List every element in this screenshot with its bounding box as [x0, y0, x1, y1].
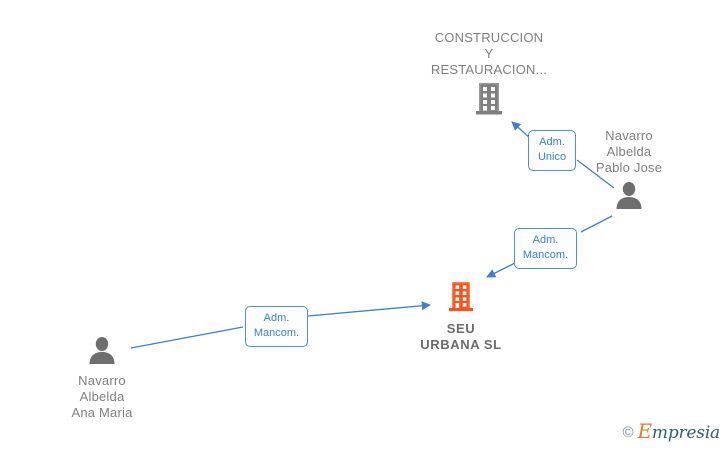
person-icon [87, 335, 117, 370]
node-navarro-albelda-ana-maria[interactable]: Navarro Albelda Ana Maria [27, 335, 177, 421]
edge-pablo-to-seu [486, 215, 613, 278]
node-seu-urbana-sl[interactable]: SEU URBANA SL [386, 281, 536, 353]
empresia-logo-initial: E [637, 419, 653, 443]
node-label-seu-urbana-sl: SEU URBANA SL [420, 321, 502, 352]
person-icon [614, 180, 644, 215]
empresia-watermark: © Empresia [622, 421, 721, 443]
empresia-logo: Empresia [638, 421, 721, 443]
edge-label-adm-mancom-pablo[interactable]: Adm. Mancom. [514, 228, 577, 269]
building-icon [475, 82, 503, 121]
edge-ana-to-seu [130, 301, 431, 349]
edge-label-adm-unico[interactable]: Adm. Unico [528, 130, 576, 171]
copyright-icon: © [622, 424, 634, 441]
edge-pablo-to-construccion [511, 121, 615, 189]
building-icon [448, 281, 474, 318]
node-navarro-albelda-pablo-jose[interactable]: Navarro Albelda Pablo Jose [554, 128, 704, 215]
node-label-construccion: CONSTRUCCION Y RESTAURACION... [430, 30, 548, 77]
node-label-pablo-jose: Navarro Albelda Pablo Jose [595, 128, 663, 175]
empresia-logo-rest: mpresia [651, 423, 720, 443]
node-construccion-y-restauracion[interactable]: CONSTRUCCION Y RESTAURACION... [414, 30, 564, 121]
node-label-ana-maria: Navarro Albelda Ana Maria [71, 373, 133, 420]
edge-label-adm-mancom-ana[interactable]: Adm. Mancom. [245, 306, 308, 347]
